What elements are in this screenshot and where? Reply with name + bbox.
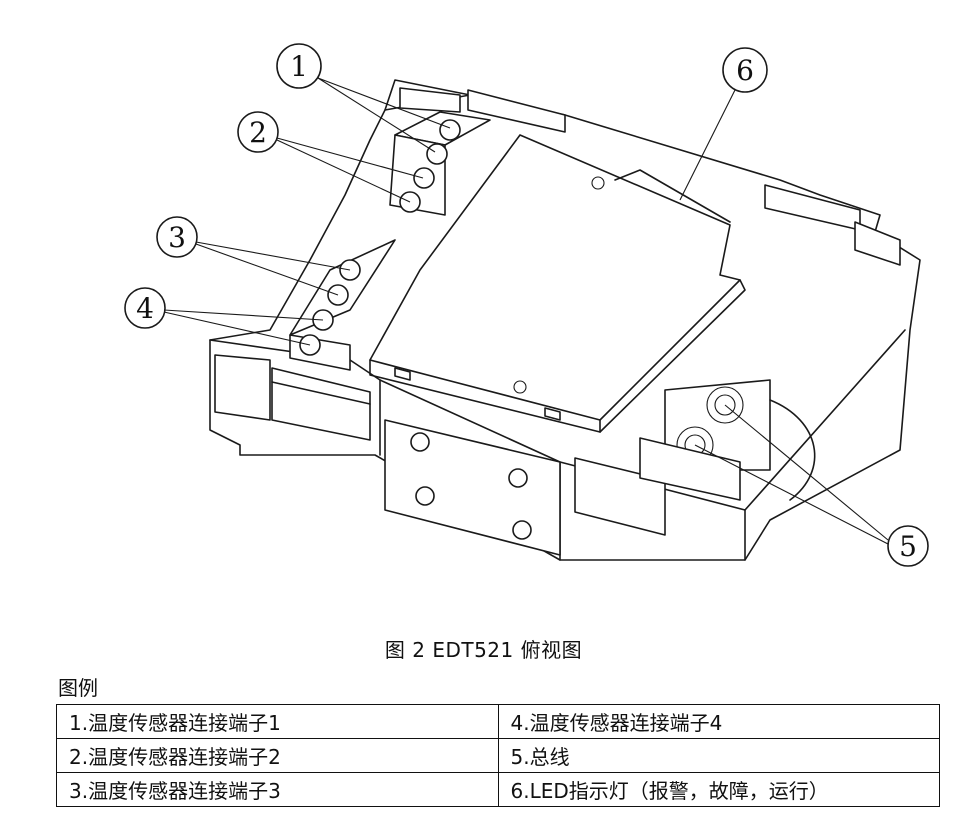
legend-row: 2.温度传感器连接端子2 5.总线 xyxy=(56,738,940,773)
legend-row: 1.温度传感器连接端子1 4.温度传感器连接端子4 xyxy=(56,704,940,739)
legend-table: 1.温度传感器连接端子1 4.温度传感器连接端子4 2.温度传感器连接端子2 5… xyxy=(56,704,940,807)
legend-row: 3.温度传感器连接端子3 6.LED指示灯（报警，故障，运行） xyxy=(56,772,940,807)
legend-cell: 4.温度传感器连接端子4 xyxy=(497,704,940,739)
pcb-cover xyxy=(369,134,746,433)
legend-cell: 6.LED指示灯（报警，故障，运行） xyxy=(497,772,940,807)
callout-1: 1 xyxy=(276,43,451,153)
callout-1-label: 1 xyxy=(290,50,308,83)
device-top-view-drawing: 1 2 3 4 5 6 xyxy=(124,43,929,567)
terminal-strip xyxy=(289,111,491,371)
callout-5-label: 5 xyxy=(899,530,917,563)
front-clips xyxy=(574,437,741,536)
callout-4: 4 xyxy=(124,287,324,346)
mounting-plate xyxy=(384,419,561,556)
callout-5: 5 xyxy=(694,404,929,567)
callout-2: 2 xyxy=(237,111,424,203)
callout-3-label: 3 xyxy=(168,221,186,254)
legend-title: 图例 xyxy=(58,676,98,700)
legend-cell: 5.总线 xyxy=(497,738,940,773)
callout-6: 6 xyxy=(679,47,768,201)
callout-2-label: 2 xyxy=(249,116,267,149)
left-clips xyxy=(214,354,371,441)
callout-4-label: 4 xyxy=(136,292,154,325)
callout-3: 3 xyxy=(156,216,351,296)
legend-cell: 3.温度传感器连接端子3 xyxy=(56,772,499,807)
legend-cell: 1.温度传感器连接端子1 xyxy=(56,704,499,739)
figure-caption: 图 2 EDT521 俯视图 xyxy=(384,638,583,662)
legend-cell: 2.温度传感器连接端子2 xyxy=(56,738,499,773)
rear-clips xyxy=(399,87,901,266)
callout-6-label: 6 xyxy=(736,54,754,87)
